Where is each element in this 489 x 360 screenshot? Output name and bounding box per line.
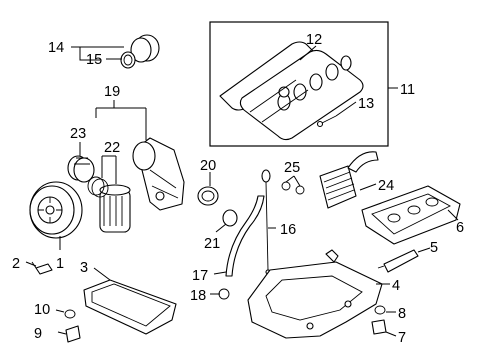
callout-22: 22: [104, 140, 120, 156]
leader-lines: [25, 45, 459, 337]
callout-4: 4: [392, 278, 400, 294]
lower-oil-pan: [83, 279, 177, 335]
drain-washer: [64, 309, 76, 319]
valve-cover: [219, 41, 364, 141]
callout-10: 10: [34, 302, 50, 318]
sealant-tube: [377, 249, 419, 273]
upper-drain-washer: [374, 305, 386, 315]
oil-filter-element: [99, 184, 131, 233]
callout-18: 18: [190, 288, 206, 304]
callout-17: 17: [192, 268, 208, 284]
callout-3: 3: [80, 260, 88, 276]
callout-2: 2: [12, 256, 20, 272]
upper-drain-plug: [371, 319, 387, 335]
callout-5: 5: [430, 240, 438, 256]
windage-tray: [361, 185, 461, 245]
dipstick-tube: [225, 195, 265, 277]
callout-7: 7: [398, 330, 406, 346]
dipstick-seal: [222, 209, 238, 227]
callout-9: 9: [34, 326, 42, 342]
filter-o-rings: [87, 176, 109, 198]
callout-20: 20: [200, 158, 216, 174]
callout-1: 1: [56, 256, 64, 272]
callout-21: 21: [204, 236, 220, 252]
callout-11: 11: [400, 82, 415, 98]
drain-plug: [65, 325, 81, 343]
callout-23: 23: [70, 126, 86, 142]
oil-cooler: [319, 151, 379, 209]
dipstick: [261, 169, 271, 275]
callout-15: 15: [86, 52, 102, 68]
callout-6: 6: [456, 220, 464, 236]
oil-filler-cap: [120, 34, 160, 69]
valve-cover-group-frame: [209, 21, 389, 147]
cover-bolts: [316, 115, 337, 128]
callout-19: 19: [104, 84, 120, 100]
housing-gasket: [197, 186, 219, 206]
callout-13: 13: [358, 96, 374, 112]
oil-filter-housing: [132, 137, 185, 211]
callout-16: 16: [280, 222, 296, 238]
pulley-bolt: [31, 261, 53, 275]
callout-12: 12: [306, 32, 322, 48]
upper-oil-pan: [247, 249, 383, 339]
callout-24: 24: [378, 178, 394, 194]
filter-cap: [67, 155, 95, 183]
cooler-seals: [281, 181, 305, 195]
callout-25: 25: [284, 160, 300, 176]
callout-14: 14: [48, 40, 64, 56]
crankshaft-pulley: [29, 181, 83, 239]
callout-8: 8: [398, 306, 406, 322]
dipstick-o-ring: [218, 288, 230, 300]
